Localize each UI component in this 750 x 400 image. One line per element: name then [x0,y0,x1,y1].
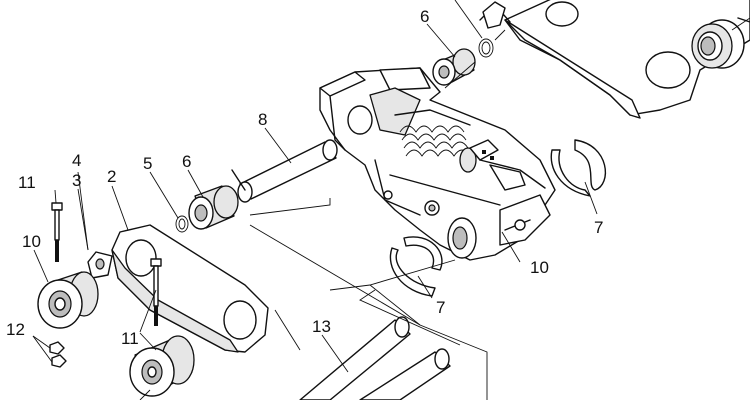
callout-5: 5 [143,154,152,173]
upper-bushing [691,17,750,69]
assembly-lines [249,29,506,400]
bushing-10-left [37,271,99,329]
callout-13: 13 [312,317,331,336]
callout-3: 3 [72,171,81,190]
nut-12 [49,341,67,368]
callout-10-left: 10 [22,232,41,251]
quick-coupler-frame [319,67,556,261]
callout-7-right: 7 [594,218,603,237]
callout-2: 2 [107,167,116,186]
callout-8: 8 [258,110,267,129]
pin-8 [231,139,338,203]
leader-lines [32,0,750,400]
retaining-ring-7-bottom [389,236,443,297]
callout-4: 4 [72,151,81,170]
callout-6-top: 6 [420,7,429,26]
upper-circlip [478,38,494,58]
callout-11-left: 11 [18,173,36,192]
plate-3 [87,251,113,279]
circlip-5 [175,215,189,233]
callout-7-bottom: 7 [436,298,445,317]
bolt-11-left [51,202,63,262]
callout-10-right: 10 [530,258,549,277]
bushing-6-mid [188,185,239,230]
upper-link-arm [479,0,750,119]
pin-13 [299,316,451,400]
callout-12: 12 [6,320,25,339]
callout-11-bottom: 11 [121,329,139,348]
bolt-11-bottom [150,258,162,326]
bushing-lower [129,335,195,397]
upper-bushing-6 [432,48,476,86]
lower-link-arm-2 [111,224,269,353]
callout-labels: 6 8 4 3 2 11 5 6 10 12 11 13 7 10 7 [6,7,603,348]
retaining-ring-7-right [550,139,607,197]
callout-6-mid: 6 [182,152,191,171]
